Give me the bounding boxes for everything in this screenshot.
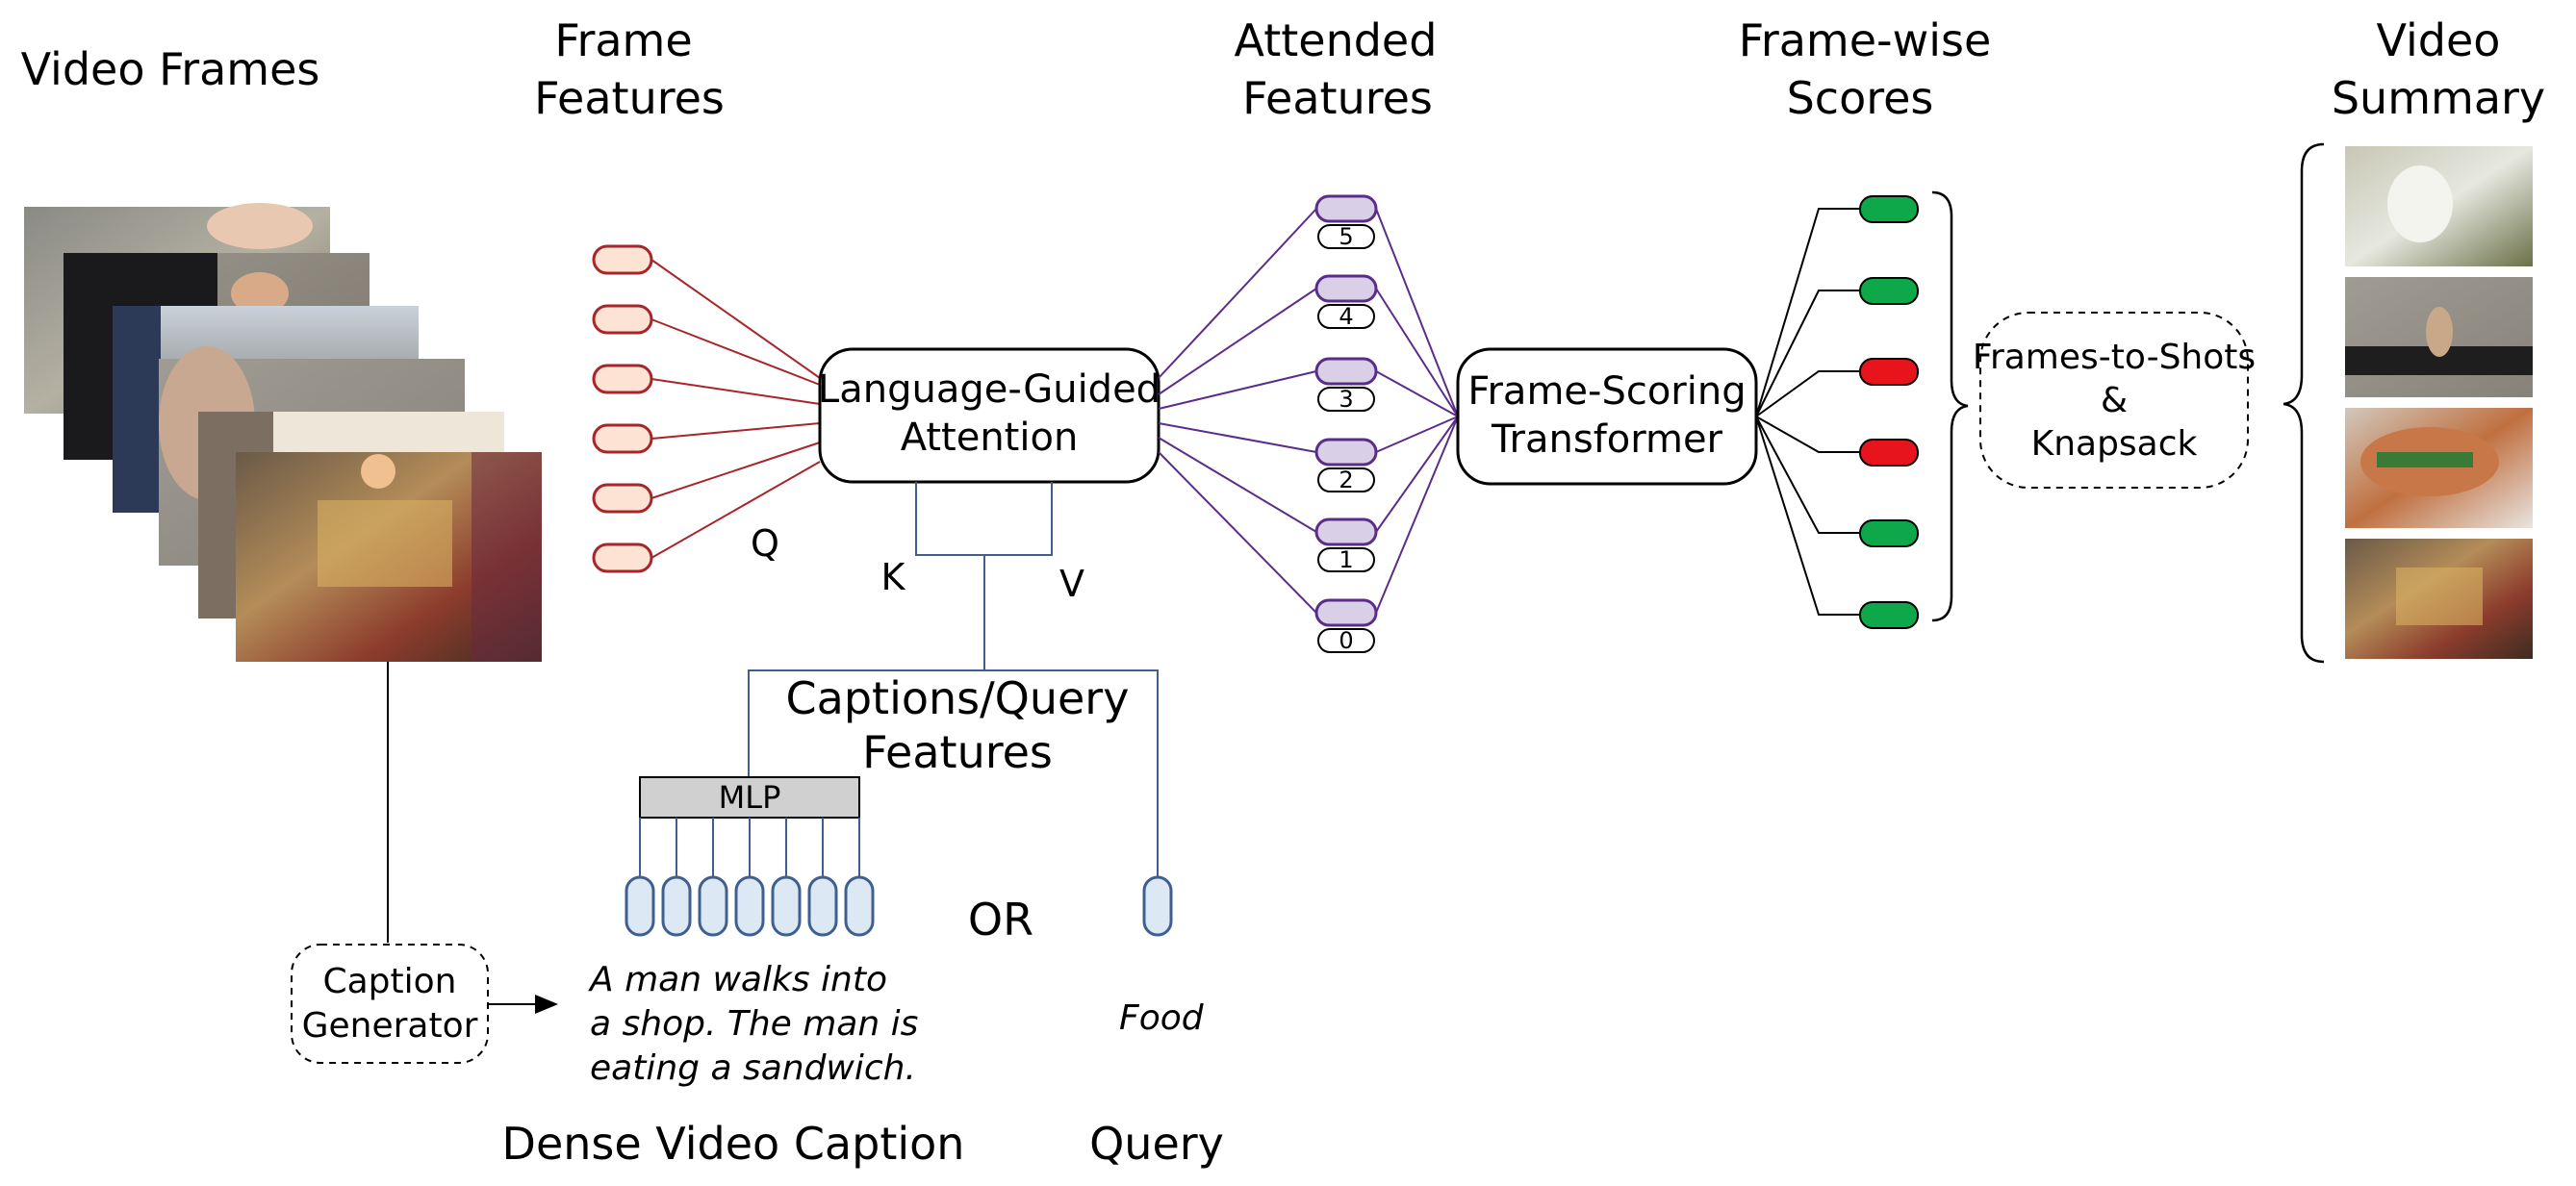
attended-index: 5 [1339,223,1353,250]
attended-features-group: 5 4 3 2 1 0 [1158,194,1459,654]
header-frame-wise-scores-line2: Scores [1787,72,1934,124]
caption-token [698,875,728,937]
summary-frame-4 [2345,539,2533,659]
attended-index: 0 [1339,627,1353,654]
fst-line1: Frame-Scoring [1467,369,1746,414]
attended-token-1: 1 [1314,517,1378,573]
frame-scores-group [1755,195,1919,629]
lga-line1: Language-Guided [818,367,1160,412]
frame-feature-token [592,543,653,573]
frame-scoring-transformer-block: Frame-Scoring Transformer [1456,347,1758,486]
caption-token [661,875,692,937]
query-token [1142,875,1173,937]
language-guided-attention-block: Language-Guided Attention [818,347,1160,484]
or-label: OR [968,894,1033,946]
fts-line2: & [2101,381,2128,420]
summary-frame-1 [2345,146,2533,266]
header-attended-features-line1: Attended [1235,14,1438,66]
frame-feature-token [592,244,653,275]
query-text: Food [1119,998,1205,1038]
header-video-frames: Video Frames [21,43,320,95]
video-summary-thumbnails [2345,146,2533,659]
scores-brace [1931,190,1969,622]
header-attended-features-line2: Features [1242,72,1433,124]
caption-token [771,875,802,937]
mlp-block: MLP [639,776,860,819]
score-token-high [1859,519,1919,547]
summary-frame-2 [2345,277,2533,397]
frames-to-shots-knapsack-block: Frames-to-Shots & Knapsack [1973,312,2256,489]
caption-generator-line1: Caption [322,962,456,1001]
caption-token [625,875,655,937]
video-frames-stack [24,203,542,662]
fts-line3: Knapsack [2031,424,2198,464]
dense-caption-line3: eating a sandwich. [590,1048,916,1088]
score-token-high [1859,195,1919,223]
caption-generator-line2: Generator [302,1006,478,1046]
header-frame-features-line1: Frame [554,14,692,66]
attended-token-4: 4 [1314,274,1378,330]
caption-tokens [625,818,875,937]
header-frame-features-line2: Features [534,72,725,124]
attended-index: 1 [1339,546,1353,573]
captions-query-features-line1: Captions/Query [786,672,1130,724]
attended-index: 3 [1339,386,1353,413]
score-token-low [1859,358,1919,386]
header-frame-wise-scores-line1: Frame-wise [1739,14,1992,66]
attended-index: 4 [1339,303,1353,330]
key-k-label: K [881,556,906,598]
frame-feature-token [592,364,653,394]
caption-token [844,875,875,937]
frame-feature-token [592,483,653,514]
query-q-label: Q [751,522,779,565]
caption-token [734,875,765,937]
captions-query-features-line2: Features [862,726,1053,778]
attended-token-3: 3 [1314,357,1378,413]
dense-caption-line2: a shop. The man is [590,1004,918,1044]
score-token-low [1859,439,1919,467]
fst-line2: Transformer [1491,417,1723,462]
label-dense-video-caption: Dense Video Caption [502,1118,965,1170]
header-video-summary-line2: Summary [2332,72,2545,124]
frame-feature-token [592,423,653,454]
kv-connector [748,482,1159,883]
dense-caption-line1: A man walks into [588,960,887,999]
caption-generator-block: Caption Generator [291,944,489,1064]
attended-token-0: 0 [1314,598,1378,654]
frame-features-group [592,244,821,573]
header-video-summary-line1: Video [2377,14,2501,66]
attended-index: 2 [1339,467,1353,493]
mlp-label: MLP [719,779,781,816]
summary-frame-3 [2345,408,2533,528]
attended-token-2: 2 [1314,438,1378,493]
video-frame-6-shop [236,452,542,662]
value-v-label: V [1059,563,1084,605]
label-query: Query [1089,1118,1224,1170]
summary-brace [2283,142,2325,664]
attended-token-5: 5 [1314,194,1378,250]
frame-feature-token [592,304,653,335]
score-token-high [1859,601,1919,629]
score-token-high [1859,277,1919,305]
fts-line1: Frames-to-Shots [1973,338,2256,377]
caption-token [807,875,838,937]
lga-line2: Attention [901,416,1079,460]
